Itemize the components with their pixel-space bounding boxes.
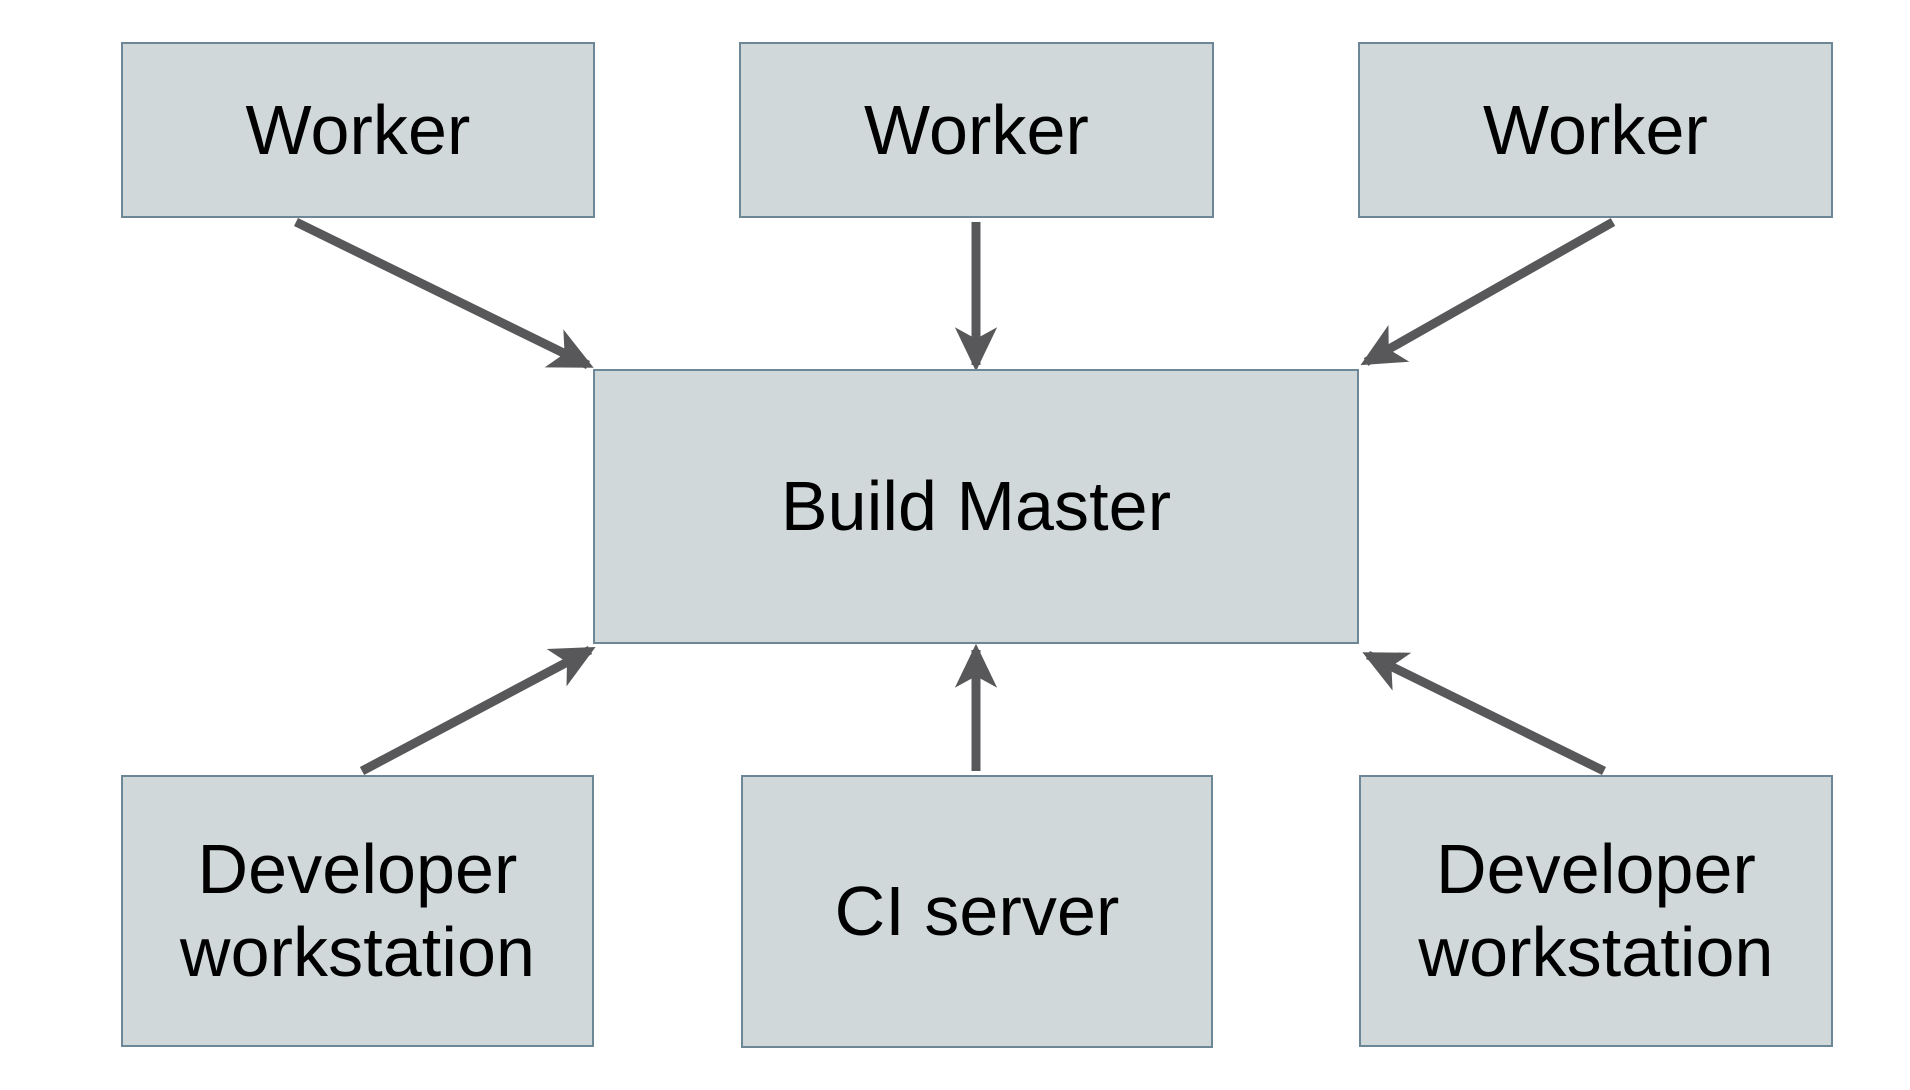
node-worker-2-label: Worker [864,90,1089,169]
node-developer-workstation-1[interactable]: Developer workstation [121,775,594,1047]
node-ci-server-label: CI server [834,872,1120,951]
node-worker-3[interactable]: Worker [1358,42,1833,218]
edge-worker-1-to-build-master [294,217,594,370]
node-worker-1-label: Worker [245,90,471,169]
edge-dev-workstation-1-to-build-master [359,646,596,775]
edge-worker-3-to-build-master [1360,218,1616,366]
node-ci-server[interactable]: CI server [741,775,1213,1048]
node-worker-3-label: Worker [1483,90,1708,169]
node-developer-workstation-1-label: Developer workstation [179,830,536,991]
node-build-master[interactable]: Build Master [593,369,1359,644]
node-developer-workstation-2[interactable]: Developer workstation [1359,775,1833,1047]
node-worker-2[interactable]: Worker [739,42,1214,218]
node-build-master-label: Build Master [780,467,1172,546]
node-worker-1[interactable]: Worker [121,42,595,218]
edge-dev-workstation-2-to-build-master [1362,650,1606,776]
node-developer-workstation-2-label: Developer workstation [1418,830,1774,991]
